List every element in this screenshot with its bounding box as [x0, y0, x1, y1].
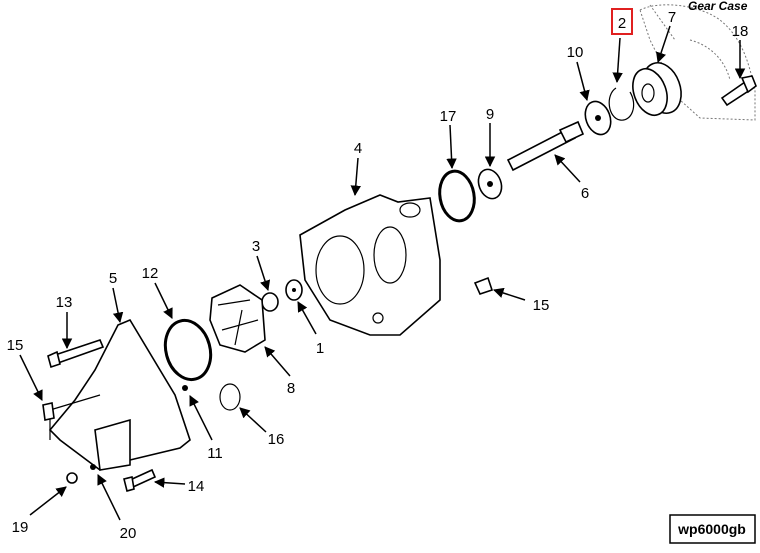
callout-12[interactable]: 12: [142, 265, 159, 282]
callout-20[interactable]: 20: [120, 525, 137, 542]
callout-14[interactable]: 14: [188, 478, 205, 495]
pump-housing-part: [299, 194, 441, 336]
callout-7[interactable]: 7: [668, 9, 676, 26]
seal-part: [261, 292, 279, 312]
bearing-part: [477, 168, 503, 200]
highlighted-callout-box: [611, 8, 633, 35]
washer-part: [90, 464, 96, 470]
callout-15-right[interactable]: 15: [533, 297, 550, 314]
plug-part: [473, 276, 494, 295]
callout-15-left[interactable]: 15: [7, 337, 24, 354]
o-ring-part: [163, 318, 213, 382]
callout-11[interactable]: 11: [207, 445, 223, 462]
impeller-part: [209, 284, 266, 353]
callout-6[interactable]: 6: [581, 185, 589, 202]
callout-19[interactable]: 19: [12, 519, 29, 536]
callout-13[interactable]: 13: [56, 294, 73, 311]
bolt-part: [47, 339, 105, 369]
o-ring-part: [438, 169, 476, 223]
pump-cover-part: [48, 318, 191, 471]
fitting-part: [66, 472, 78, 484]
bearing-part: [285, 279, 303, 301]
callout-9[interactable]: 9: [486, 106, 494, 123]
callout-2[interactable]: 2: [618, 15, 626, 32]
figure-code: wp6000gb: [677, 521, 746, 537]
callout-10[interactable]: 10: [567, 44, 584, 61]
shaft-part: [506, 120, 585, 172]
figure-code-box: [669, 514, 756, 544]
gear-part: [632, 62, 682, 117]
small-seal-part: [182, 385, 188, 391]
callout-5[interactable]: 5: [109, 270, 117, 287]
bearing-part: [584, 100, 612, 136]
callout-17[interactable]: 17: [440, 108, 457, 125]
plug-part: [42, 402, 55, 421]
o-ring-part: [219, 383, 241, 411]
callout-16[interactable]: 16: [268, 431, 285, 448]
bolt-part: [123, 468, 157, 492]
callout-18[interactable]: 18: [732, 23, 749, 40]
callout-8[interactable]: 8: [287, 380, 295, 397]
callout-1[interactable]: 1: [316, 340, 324, 357]
snap-ring-part: [608, 87, 635, 121]
leader-arrows: [19, 25, 746, 521]
bolt-part: [720, 75, 757, 107]
gear-case-label: Gear Case: [688, 0, 748, 13]
callout-4[interactable]: 4: [354, 140, 362, 157]
callout-3[interactable]: 3: [252, 238, 260, 255]
